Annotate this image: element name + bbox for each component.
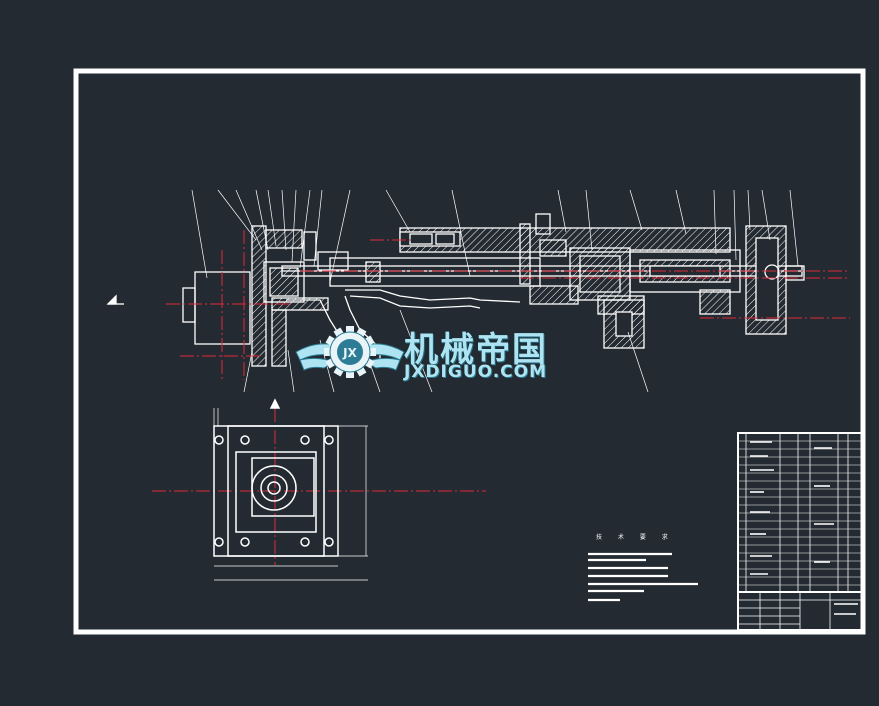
plan-view — [213, 398, 368, 581]
watermark-cn-text: 机械帝国 — [404, 330, 548, 370]
watermark-emblem: JX — [295, 326, 405, 378]
tech-requirements-title: 技 术 要 求 — [596, 534, 675, 541]
drawing-border — [73, 68, 866, 635]
tech-requirements-text — [588, 552, 698, 602]
watermark-badge-text: JX — [342, 346, 357, 360]
watermark-en-text: JXDIGUO.COM — [404, 362, 548, 382]
title-block — [737, 432, 863, 631]
centerlines — [152, 230, 850, 565]
